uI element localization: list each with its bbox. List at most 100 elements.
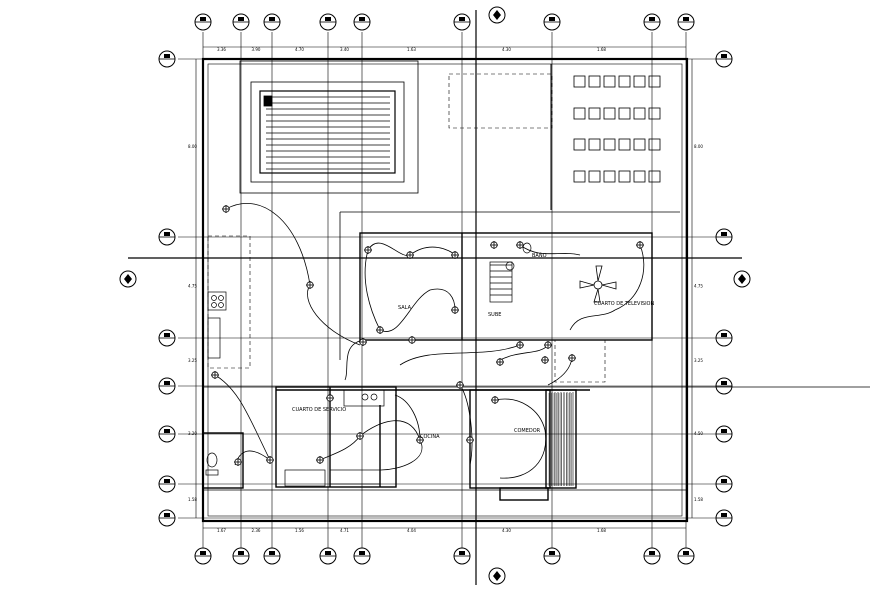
room-label-cuarto-television: CUARTO DE TELEVISION [594, 301, 654, 307]
interior-walls [202, 211, 870, 501]
staircase-lower [551, 392, 574, 486]
axis-bubble [158, 475, 176, 493]
dimension-labels: 3.36 3.90 4.70 3.40 1.63 4.30 1.68 1.67 2.36 1.56… [188, 47, 703, 533]
dimension-label: 1.68 [597, 528, 606, 533]
light-fixture-icon [451, 306, 459, 314]
pool-area [239, 60, 419, 194]
axis-bubble [232, 547, 250, 565]
light-fixture-icon [490, 241, 498, 249]
light-fixture-icon [211, 371, 219, 379]
axis-bubble [543, 13, 561, 31]
parking-spaces [573, 75, 661, 183]
light-fixture-icon [544, 341, 552, 349]
dimension-label: 1.67 [217, 528, 226, 533]
light-fixture-icon [266, 456, 274, 464]
axis-bubble [319, 13, 337, 31]
axis-bubble [263, 547, 281, 565]
light-fixture-icon [496, 358, 504, 366]
dimension-label: 8.00 [188, 144, 197, 149]
dimension-label: 4.04 [407, 528, 416, 533]
dimension-label: 3.25 [694, 358, 703, 363]
toilet-icon [205, 242, 532, 476]
electrical-circuits [214, 203, 645, 479]
axis-bubble [715, 509, 733, 527]
axis-bubble [353, 13, 371, 31]
axis-bubble [643, 13, 661, 31]
axis-bubble [319, 547, 337, 565]
room-label-sube: SUBE [488, 312, 501, 318]
dimension-label: 8.00 [694, 144, 703, 149]
dashed-terrace [554, 339, 606, 383]
axis-bubble [263, 13, 281, 31]
light-fixtures [211, 205, 644, 466]
light-fixture-icon [356, 432, 364, 440]
dimension-label: 4.75 [188, 284, 197, 289]
light-fixture-icon [568, 354, 576, 362]
dimension-label: 1.63 [407, 47, 416, 52]
light-fixture-icon [234, 458, 242, 466]
room-label-bano: BAÑO [532, 252, 547, 259]
dimension-label: 3.40 [340, 47, 349, 52]
light-fixture-icon [516, 341, 524, 349]
light-fixture-icon [451, 251, 459, 259]
axis-bubble [158, 228, 176, 246]
dashed-area-top [448, 73, 553, 129]
axis-bubble [194, 547, 212, 565]
light-fixture-icon [416, 436, 424, 444]
axis-bubble [353, 547, 371, 565]
light-fixture-icon [364, 246, 372, 254]
dimension-label: 3.36 [217, 47, 226, 52]
room-label-cuarto-servicio: CUARTO DE SERVICIO [292, 407, 346, 413]
dimension-label: 1.58 [694, 497, 703, 502]
axis-bubble [158, 50, 176, 68]
light-fixture-icon [636, 241, 644, 249]
room-label-comedor: COMEDOR [514, 428, 541, 434]
dimension-label: 3.20 [188, 431, 197, 436]
axis-bubble [453, 13, 471, 31]
light-fixture-icon [406, 251, 414, 259]
room-label-sala: SALA [398, 305, 412, 311]
light-fixture-icon [376, 326, 384, 334]
dimension-label: 4.30 [502, 528, 511, 533]
dimension-label: 3.90 [252, 47, 261, 52]
room-label-cocina: COCINA [420, 434, 440, 440]
dimension-label: 1.58 [188, 497, 197, 502]
dimension-label: 3.25 [188, 358, 197, 363]
light-fixture-icon [222, 205, 230, 213]
ceiling-fan-icon [579, 265, 617, 303]
axis-bubble [453, 547, 471, 565]
axis-bubble [232, 13, 250, 31]
axis-bubbles [119, 6, 751, 585]
dashed-laundry [207, 235, 251, 369]
axis-bubble [158, 329, 176, 347]
dimension-label: 4.71 [340, 528, 349, 533]
light-fixture-icon [359, 338, 367, 346]
dimension-label: 4.75 [694, 284, 703, 289]
dimension-label: 4.50 [694, 431, 703, 436]
light-fixture-icon [466, 436, 474, 444]
section-marker-icon [119, 270, 137, 288]
dimension-label: 4.70 [295, 47, 304, 52]
light-fixture-icon [316, 456, 324, 464]
kitchen-fixtures [207, 291, 385, 487]
axis-bubble [715, 228, 733, 246]
light-fixture-icon [306, 281, 314, 289]
dimension-label: 2.36 [252, 528, 261, 533]
axis-bubble [715, 425, 733, 443]
axis-bubble [158, 425, 176, 443]
dimension-label: 4.30 [502, 47, 511, 52]
axis-bubble [194, 13, 212, 31]
dimension-label: 1.56 [295, 528, 304, 533]
light-fixture-icon [456, 381, 464, 389]
light-fixture-icon [491, 396, 499, 404]
dimension-label: 1.68 [597, 47, 606, 52]
axis-bubble [715, 50, 733, 68]
section-marker-icon [488, 567, 506, 585]
light-fixture-icon [408, 336, 416, 344]
light-fixture-icon [541, 356, 549, 364]
axis-bubble [715, 475, 733, 493]
section-marker-icon [733, 270, 751, 288]
axis-bubble [158, 509, 176, 527]
axis-bubble [715, 329, 733, 347]
